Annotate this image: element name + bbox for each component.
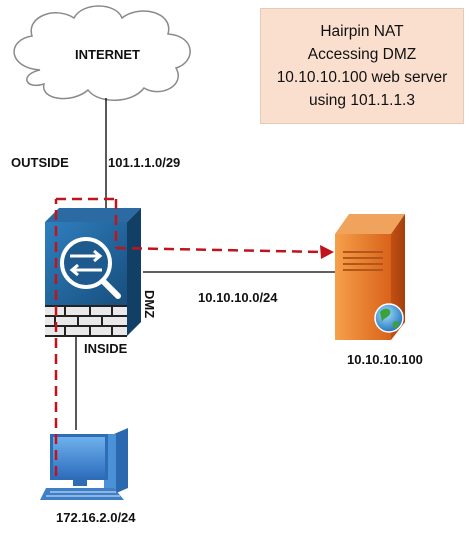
web-server-icon bbox=[335, 214, 405, 340]
note-box: Hairpin NAT Accessing DMZ 10.10.10.100 w… bbox=[260, 8, 464, 124]
firewall-icon bbox=[45, 208, 141, 337]
inside-subnet: 172.16.2.0/24 bbox=[56, 510, 136, 525]
pc-icon bbox=[40, 428, 128, 500]
note-line: using 101.1.1.3 bbox=[308, 92, 415, 109]
dmz-subnet: 10.10.10.0/24 bbox=[198, 290, 278, 305]
dmz-label: DMZ bbox=[142, 290, 157, 319]
hairpin-path bbox=[54, 197, 323, 476]
outside-label: OUTSIDE bbox=[11, 155, 69, 170]
cloud-icon bbox=[13, 5, 191, 101]
internet-label: INTERNET bbox=[75, 47, 140, 62]
note-line: Hairpin NAT bbox=[320, 23, 404, 40]
server-ip: 10.10.10.100 bbox=[347, 352, 423, 367]
outside-subnet: 101.1.1.0/29 bbox=[108, 155, 181, 170]
note-line: Accessing DMZ bbox=[307, 46, 417, 63]
inside-label: INSIDE bbox=[84, 341, 128, 356]
note-line: 10.10.10.100 web server bbox=[276, 69, 448, 86]
hairpin-arrowhead bbox=[320, 245, 334, 259]
